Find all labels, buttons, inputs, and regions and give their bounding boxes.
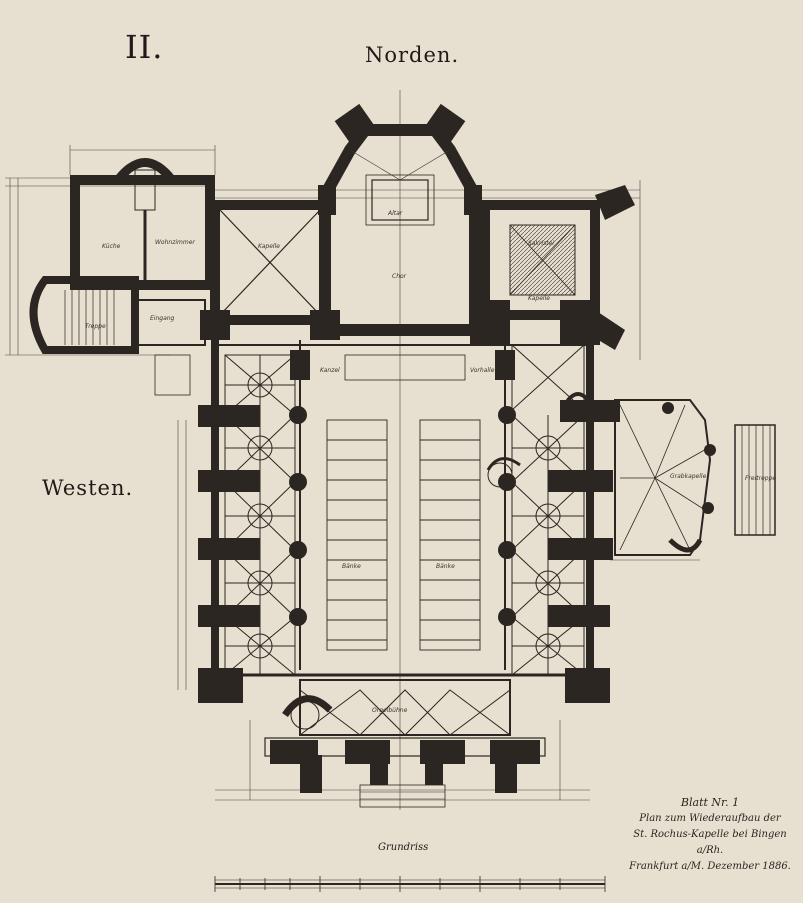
room-labels: Chor Altar Kapelle Sakristei Kapelle Küc… xyxy=(85,210,776,714)
south-porch xyxy=(264,679,546,808)
sacristy-annex xyxy=(29,158,215,396)
label-sakristei: Sakristei xyxy=(528,240,554,247)
title-line-2: St. Rochus-Kapelle bei Bingen a/Rh. xyxy=(633,829,787,856)
right-aisle-vaults xyxy=(511,344,596,676)
label-bank-left: Bänke xyxy=(342,563,361,570)
scale-bar xyxy=(214,876,606,892)
label-kapelle: Kapelle xyxy=(258,243,280,250)
pews-right xyxy=(419,419,481,651)
label-kapelle-2: Kapelle xyxy=(528,295,550,302)
left-aisle-vaults xyxy=(224,354,296,676)
label-bank-right: Bänke xyxy=(436,563,455,570)
pews-left xyxy=(326,419,388,651)
dimension-lines xyxy=(5,90,700,810)
title-block: Blatt Nr. 1 Plan zum Wiederaufbau der St… xyxy=(620,795,800,875)
label-vorhalle: Vorhalle xyxy=(470,367,495,374)
label-chor: Chor xyxy=(392,273,407,280)
chancel-step xyxy=(344,354,466,381)
label-freitreppe: Freitreppe xyxy=(745,475,776,482)
label-kanzel: Kanzel xyxy=(320,367,340,374)
west-label: Westen. xyxy=(42,476,134,500)
title-line-1: Plan zum Wiederaufbau der xyxy=(639,813,781,824)
label-wohnzimmer: Wohnzimmer xyxy=(155,239,195,246)
right-tower-chapel xyxy=(470,185,635,350)
east-grave-chapel xyxy=(486,399,776,556)
label-altar: Altar xyxy=(387,210,403,217)
sheet-number: Blatt Nr. 1 xyxy=(680,796,740,809)
right-buttresses xyxy=(498,400,620,703)
south-label: Grundriss xyxy=(378,842,429,853)
label-eingang: Eingang xyxy=(150,315,175,322)
title-line-3: Frankfurt a/M. Dezember 1886. xyxy=(629,861,791,872)
label-kueche: Küche xyxy=(102,243,121,250)
north-label: Norden. xyxy=(365,43,460,67)
label-empore: Orgelbühne xyxy=(372,707,408,714)
label-treppe: Treppe xyxy=(85,323,106,330)
left-buttresses xyxy=(198,405,307,703)
label-grabkapelle: Grabkapelle xyxy=(670,473,707,480)
plate-number: II. xyxy=(125,28,164,66)
